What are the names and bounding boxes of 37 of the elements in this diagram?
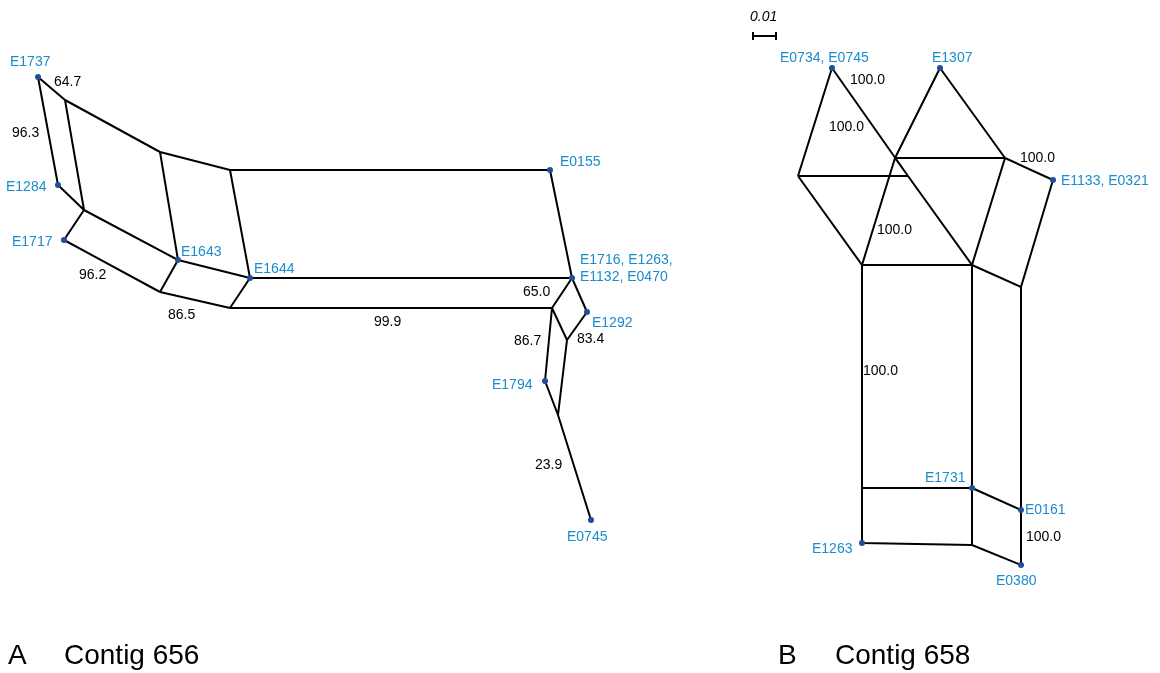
support-value: 83.4 xyxy=(577,331,605,347)
support-value: 64.7 xyxy=(54,74,82,90)
support-value: 96.2 xyxy=(79,267,107,283)
taxon-label: E1717 xyxy=(12,233,53,250)
taxon-label: E1716, E1263, E1132, E0470 xyxy=(580,251,710,285)
taxon-label: E1133, E0321 xyxy=(1061,172,1149,189)
taxon-label: E0380 xyxy=(996,572,1037,589)
support-value: 86.7 xyxy=(514,333,542,349)
taxon-label: E1307 xyxy=(932,49,973,66)
panel-title: A xyxy=(8,640,27,671)
panel-title: B xyxy=(778,640,797,671)
support-value: 100.0 xyxy=(863,363,899,379)
taxon-label: E0155 xyxy=(560,153,601,170)
support-value: 100.0 xyxy=(1020,150,1056,166)
support-value: 100.0 xyxy=(877,222,913,238)
taxon-label: E1263 xyxy=(812,540,853,557)
taxon-label: E1644 xyxy=(254,260,295,277)
taxon-label: E0161 xyxy=(1025,501,1066,518)
taxon-label: E1794 xyxy=(492,376,533,393)
taxon-label: E1737 xyxy=(10,53,51,70)
support-value: 100.0 xyxy=(829,119,865,135)
taxon-label: E1292 xyxy=(592,314,633,331)
taxon-label: E0734, E0745 xyxy=(780,49,869,66)
panel-title: Contig 656 xyxy=(64,640,200,671)
support-value: 100.0 xyxy=(1026,529,1062,545)
scale-label: 0.01 xyxy=(750,9,778,25)
support-value: 100.0 xyxy=(850,72,886,88)
support-value: 96.3 xyxy=(12,125,40,141)
panel-title: Contig 658 xyxy=(835,640,971,671)
support-value: 23.9 xyxy=(535,457,563,473)
taxon-label: E1731 xyxy=(925,469,966,486)
taxon-label: E1284 xyxy=(6,178,47,195)
taxon-label: E0745 xyxy=(567,528,608,545)
taxon-label: E1643 xyxy=(181,243,222,260)
support-value: 65.0 xyxy=(523,284,551,300)
support-value: 86.5 xyxy=(168,307,196,323)
support-value: 99.9 xyxy=(374,314,402,330)
